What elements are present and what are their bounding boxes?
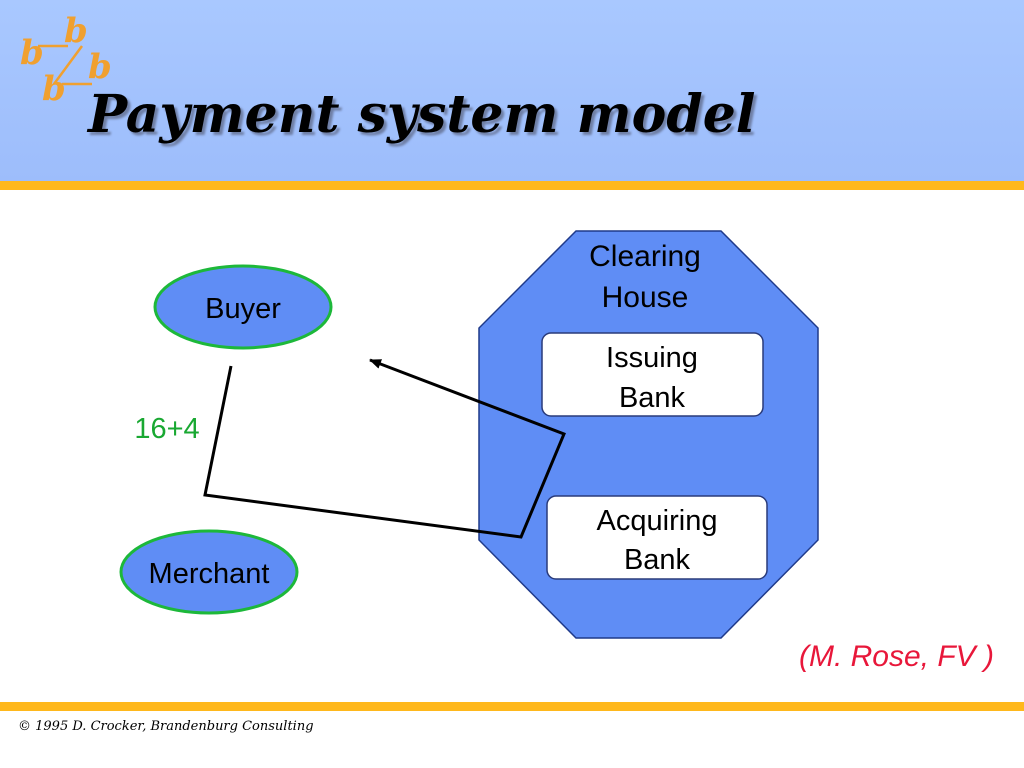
logo-letter: b xyxy=(64,11,88,51)
buyer-node xyxy=(153,264,333,350)
footer-copyright: © 1995 D. Crocker, Brandenburg Consultin… xyxy=(18,719,314,734)
acquiring-bank-label: Acquiring xyxy=(597,505,718,537)
issuing-bank-label: Issuing xyxy=(606,342,698,374)
issuing-bank-label: Bank xyxy=(619,382,686,414)
buyer-label: Buyer xyxy=(205,293,281,325)
logo-letter: b xyxy=(20,33,44,73)
logo-letter: b xyxy=(88,47,112,87)
issuing-bank-box xyxy=(541,332,764,417)
acquiring-bank-box xyxy=(546,495,768,580)
clearing-house-label: House xyxy=(602,281,689,314)
page-title: Payment system model xyxy=(88,84,756,145)
footer-rule xyxy=(0,702,1024,711)
payment-flow-arrow xyxy=(203,358,566,539)
slide-header xyxy=(0,0,1024,181)
acquiring-bank-label: Bank xyxy=(624,544,691,576)
citation: (M. Rose, FV ) xyxy=(798,640,994,673)
logo-letter: b xyxy=(42,69,66,106)
flow-label: 16+4 xyxy=(134,413,199,445)
merchant-node xyxy=(119,529,299,615)
clearing-house-label: Clearing xyxy=(589,240,701,273)
merchant-label: Merchant xyxy=(149,558,270,590)
header-rule xyxy=(0,181,1024,190)
bb-logo-icon: b b b b xyxy=(20,11,112,106)
